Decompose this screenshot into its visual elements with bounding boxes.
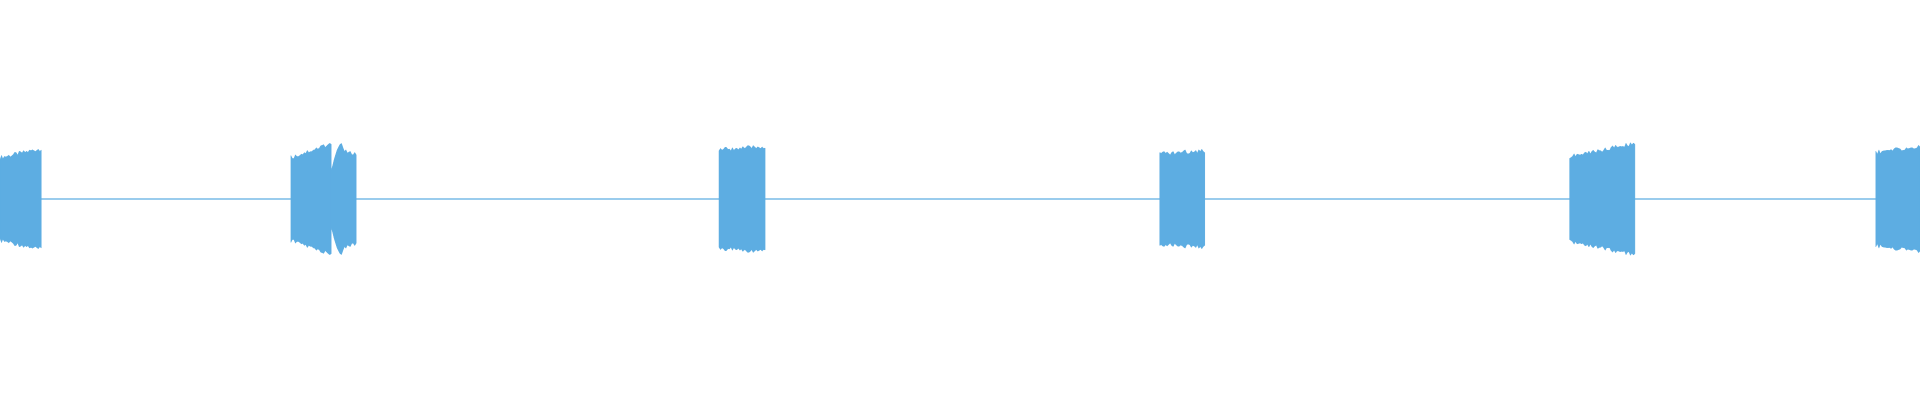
waveform-burst-2	[290, 143, 332, 255]
waveform-segments	[0, 142, 1920, 256]
waveform-burst-3	[330, 143, 357, 255]
waveform-burst-4	[718, 145, 766, 253]
waveform-burst-1	[0, 148, 42, 250]
waveform-burst-7	[1875, 144, 1920, 254]
waveform-burst-5	[1159, 148, 1206, 250]
waveform-burst-6	[1569, 142, 1636, 256]
